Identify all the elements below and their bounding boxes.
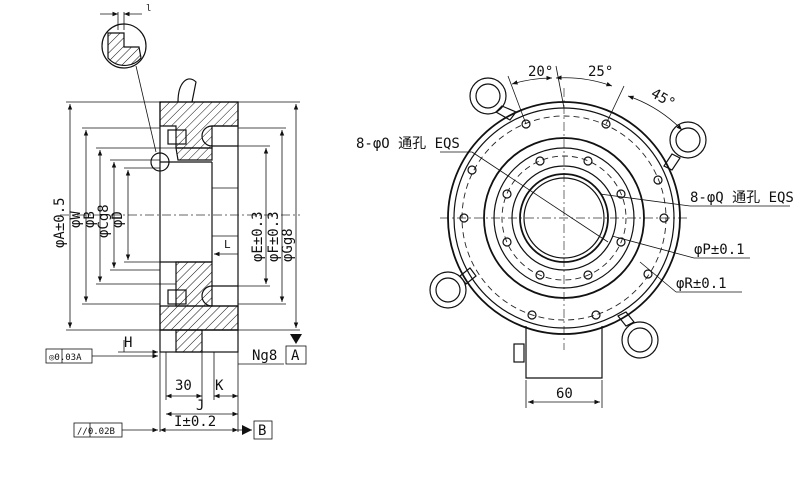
dim-i-label: I±0.2 — [174, 414, 216, 430]
detail-bubble: l — [100, 4, 157, 153]
holes-o-label: 8-φO 通孔 EQS — [356, 136, 460, 152]
bolt-circle-o — [461, 115, 667, 321]
left-diameters — [66, 101, 176, 331]
rotor-ring — [483, 137, 645, 299]
lower-slot — [201, 285, 238, 307]
right-diameters — [238, 101, 300, 331]
dim-d-label: φD — [110, 211, 126, 228]
dim-k-label: K — [215, 378, 224, 394]
dim-c-label: φCg8 — [96, 204, 112, 238]
dim-g-label: φGg8 — [280, 228, 296, 262]
angle-45-label: 45° — [648, 86, 678, 113]
center-bore — [519, 173, 609, 263]
neck-tab — [513, 343, 525, 363]
holes-q-label: 8-φQ 通孔 EQS — [690, 190, 794, 206]
dim-n-label: Ng8 — [252, 348, 277, 364]
upper-section-hatch — [159, 101, 239, 149]
dim-j-label: J — [196, 398, 204, 414]
datum-b-box — [253, 420, 273, 440]
bolt-circle-q — [501, 155, 627, 281]
neck-block — [525, 326, 603, 379]
side-section-view: l — [45, 4, 307, 440]
outer-bolt-holes — [459, 119, 669, 320]
dim-a-label: φA±0.5 — [52, 197, 68, 248]
inner-bolt-holes — [502, 156, 626, 280]
dim-f-label: φF±0.3 — [266, 211, 282, 262]
mounting-lugs — [429, 77, 707, 359]
front-view: 60 20° 25° 45° 8-φO 通孔 EQS 8-φQ 通孔 EQS φ… — [356, 64, 794, 408]
dim-b-label: φB — [82, 211, 98, 228]
tol-concentric-label: ◎0.03A — [49, 353, 82, 363]
dim-l-top-label: l — [146, 4, 151, 14]
dim-l-small-label: L — [224, 238, 231, 251]
top-strap — [177, 78, 197, 103]
dim-h-label: H — [124, 335, 132, 351]
dim-60-label: 60 — [556, 386, 573, 402]
dim-30-label: 30 — [175, 378, 192, 394]
dim-e-label: φE±0.3 — [250, 211, 266, 262]
angle-25-label: 25° — [588, 64, 613, 80]
tol-parallel-label: //0.02B — [77, 427, 115, 437]
angle-20-label: 20° — [528, 64, 553, 80]
outer-flange — [447, 101, 681, 335]
lower-section-hatch — [159, 305, 239, 331]
datum-a-label: A — [291, 348, 300, 364]
dim-r-label: φR±0.1 — [676, 276, 727, 292]
datum-a-box — [285, 345, 307, 365]
dim-p-label: φP±0.1 — [694, 242, 745, 258]
datum-b-label: B — [258, 423, 266, 439]
dim-w-label: φW — [68, 211, 84, 228]
upper-slot — [201, 125, 238, 147]
